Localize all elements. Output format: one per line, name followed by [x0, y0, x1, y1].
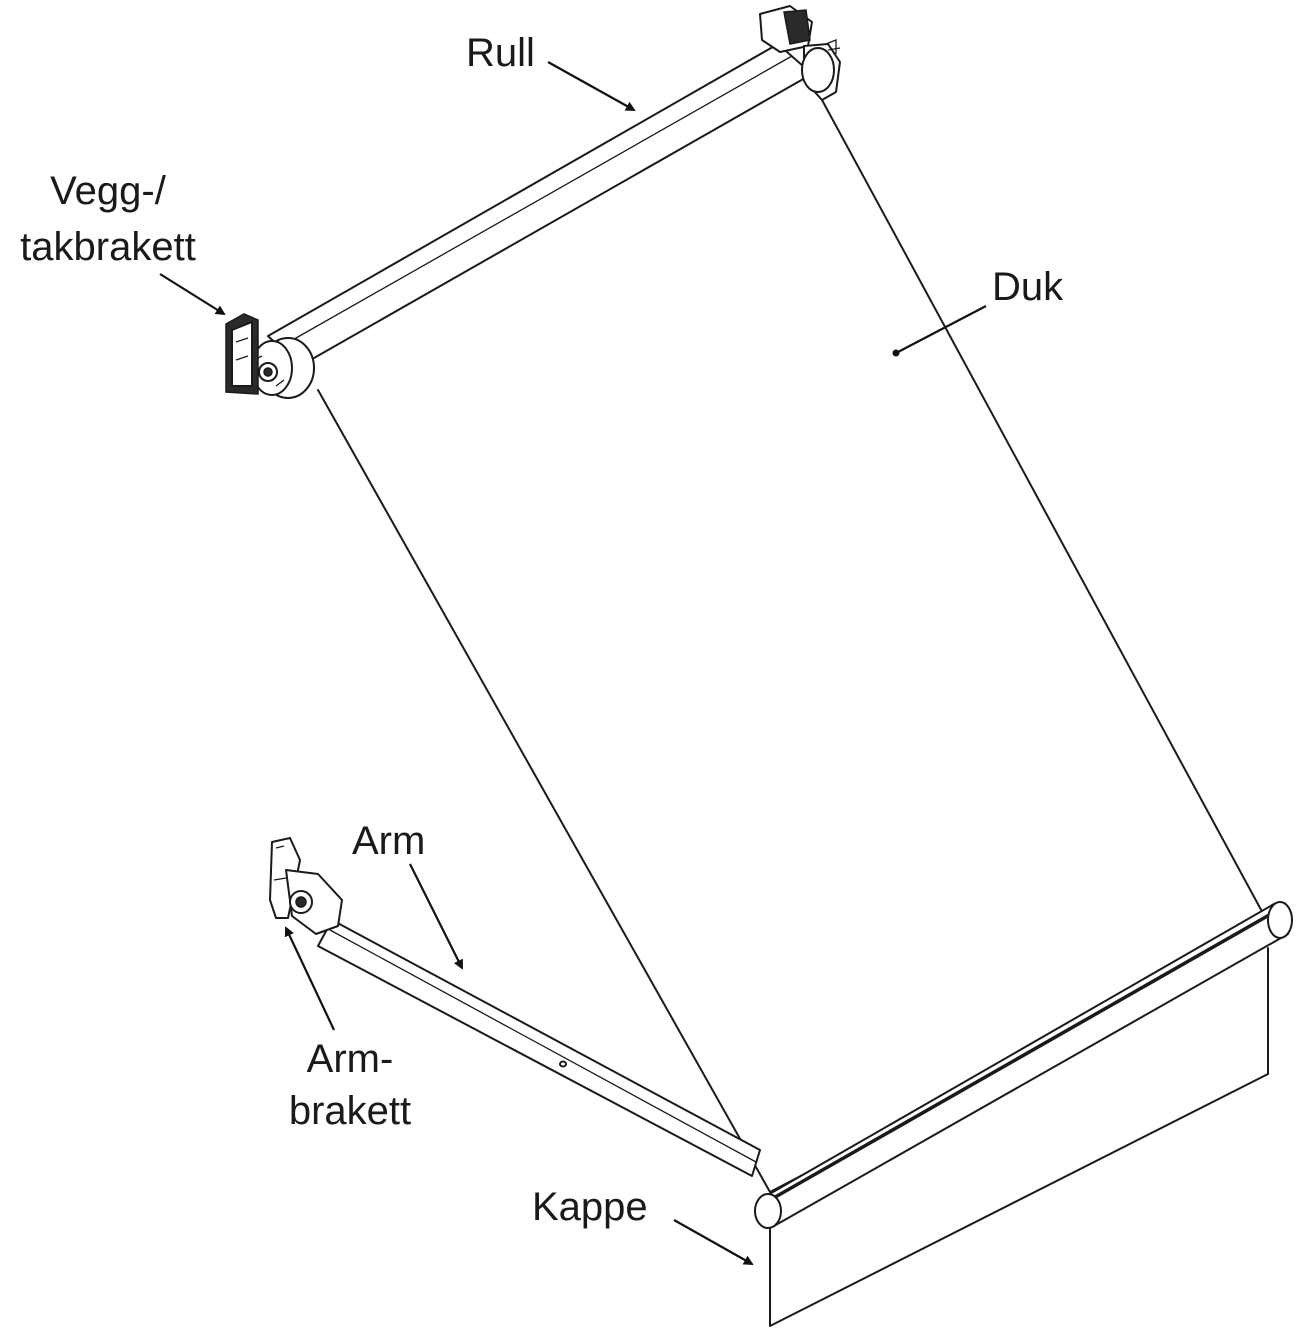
- label-wall-bracket-line1: Vegg-/: [50, 169, 166, 213]
- label-arm-bracket-line1: Arm-: [306, 1037, 394, 1081]
- label-wall-bracket: Vegg-/ takbrakett: [2, 168, 214, 270]
- leader-vegg: [159, 273, 226, 316]
- leader-duk: [897, 305, 987, 353]
- label-kappe-text: Kappe: [532, 1185, 648, 1229]
- label-kappe: Kappe: [532, 1184, 648, 1230]
- valance: [769, 947, 1269, 1327]
- leader-rull: [547, 61, 636, 111]
- roller-tube: [251, 43, 813, 399]
- front-bar: [754, 901, 1293, 1229]
- label-arm: Arm: [352, 818, 425, 864]
- label-arm-bracket-line2: brakett: [288, 1089, 412, 1133]
- leader-armbrakett: [284, 926, 335, 1031]
- label-rull: Rull: [466, 30, 535, 76]
- leader-kappe: [673, 1219, 754, 1265]
- wall-bracket-left: [225, 313, 259, 395]
- label-wall-bracket-line2: takbrakett: [20, 225, 196, 269]
- arm-bracket: [269, 837, 343, 935]
- label-rull-text: Rull: [466, 31, 535, 75]
- label-arm-text: Arm: [352, 819, 426, 863]
- label-duk-text: Duk: [992, 265, 1064, 309]
- label-arm-bracket: Arm- brakett: [268, 1036, 432, 1134]
- leader-arm: [409, 863, 463, 970]
- leader-duk-dot: [892, 349, 900, 357]
- arm: [317, 919, 761, 1177]
- wall-bracket-right: [759, 5, 841, 101]
- label-duk: Duk: [992, 264, 1063, 310]
